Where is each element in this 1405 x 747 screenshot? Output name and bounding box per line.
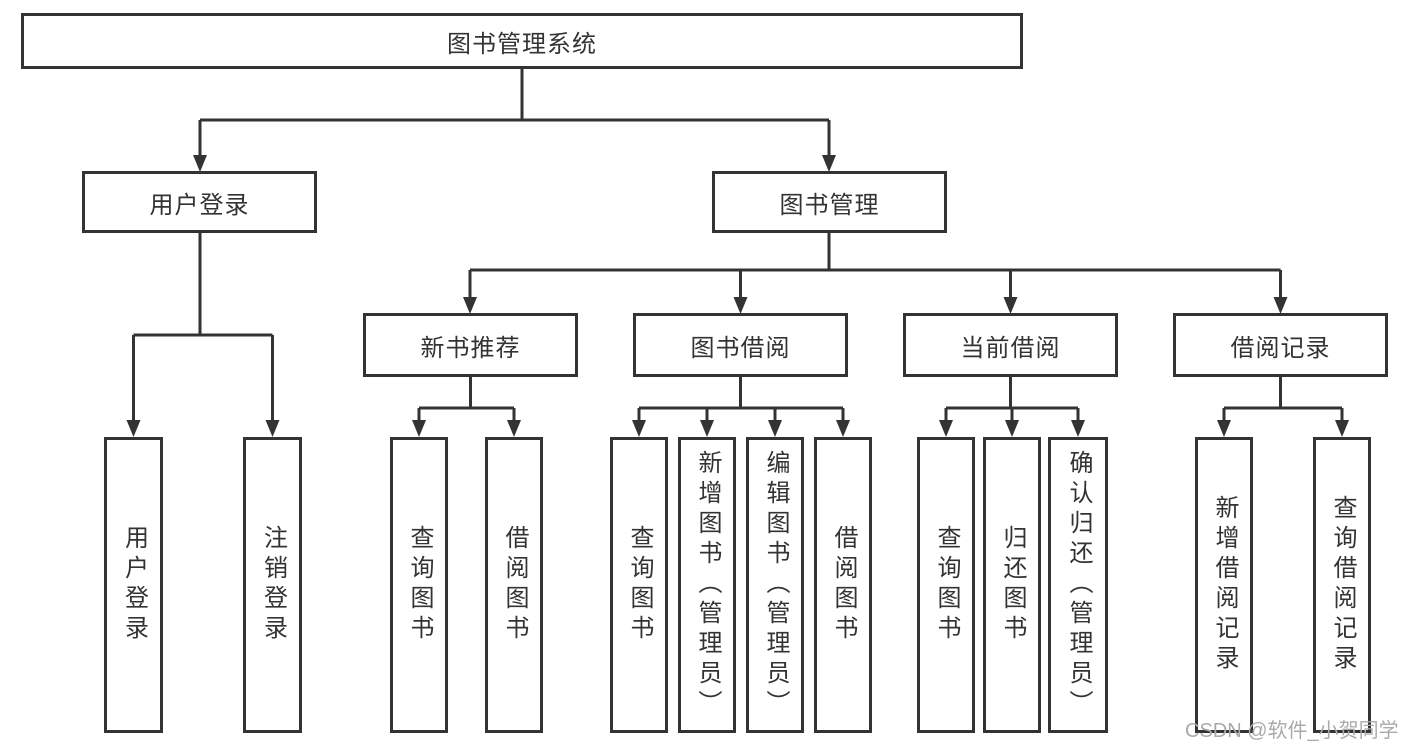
node-system-root: 图书管理系统 [21, 13, 1023, 69]
leaf-borrow-books-1: 借阅图书 [485, 437, 543, 733]
csdn-watermark: CSDN @软件_小贺同学 [1185, 720, 1399, 742]
leaf-query-books-2: 查询图书 [610, 437, 668, 733]
leaf-return-books: 归还图书 [983, 437, 1041, 733]
node-borrow-records: 借阅记录 [1173, 313, 1388, 377]
leaf-query-books-3: 查询图书 [917, 437, 975, 733]
node-label: 借阅图书 [830, 525, 857, 645]
node-label: 图书管理系统 [447, 30, 597, 58]
leaf-query-borrow-record: 查询借阅记录 [1313, 437, 1371, 733]
node-label: 用户登录 [120, 525, 148, 645]
node-label: 借阅记录 [1230, 334, 1331, 362]
node-label: 查询图书 [406, 525, 433, 645]
node-label: 查询图书 [626, 525, 653, 645]
node-label: 查询借阅记录 [1329, 495, 1356, 675]
node-book-management: 图书管理 [712, 171, 947, 233]
node-user-login: 用户登录 [82, 171, 317, 233]
node-label: 新增图书（管理员） [694, 450, 721, 720]
node-current-borrow: 当前借阅 [903, 313, 1118, 377]
node-label: 新书推荐 [420, 334, 521, 362]
node-new-book-recommend: 新书推荐 [363, 313, 578, 377]
node-label: 用户登录 [149, 191, 250, 219]
node-label: 确认归还（管理员） [1065, 450, 1092, 720]
node-label: 查询图书 [933, 525, 960, 645]
leaf-add-books-admin: 新增图书（管理员） [678, 437, 736, 733]
leaf-add-borrow-record: 新增借阅记录 [1195, 437, 1253, 733]
leaf-confirm-return-admin: 确认归还（管理员） [1048, 437, 1108, 733]
node-label: 图书借阅 [690, 334, 791, 362]
node-label: 注销登录 [259, 525, 287, 645]
leaf-user-login: 用户登录 [104, 437, 163, 733]
node-label: 编辑图书（管理员） [762, 450, 789, 720]
node-label: 借阅图书 [501, 525, 528, 645]
node-label: 图书管理 [779, 191, 880, 219]
leaf-logout: 注销登录 [243, 437, 302, 733]
node-label: 当前借阅 [960, 334, 1061, 362]
node-label: 新增借阅记录 [1211, 495, 1238, 675]
leaf-edit-books-admin: 编辑图书（管理员） [746, 437, 804, 733]
leaf-borrow-books-2: 借阅图书 [814, 437, 872, 733]
node-book-borrow: 图书借阅 [633, 313, 848, 377]
node-label: 归还图书 [999, 525, 1026, 645]
leaf-query-books-1: 查询图书 [390, 437, 448, 733]
